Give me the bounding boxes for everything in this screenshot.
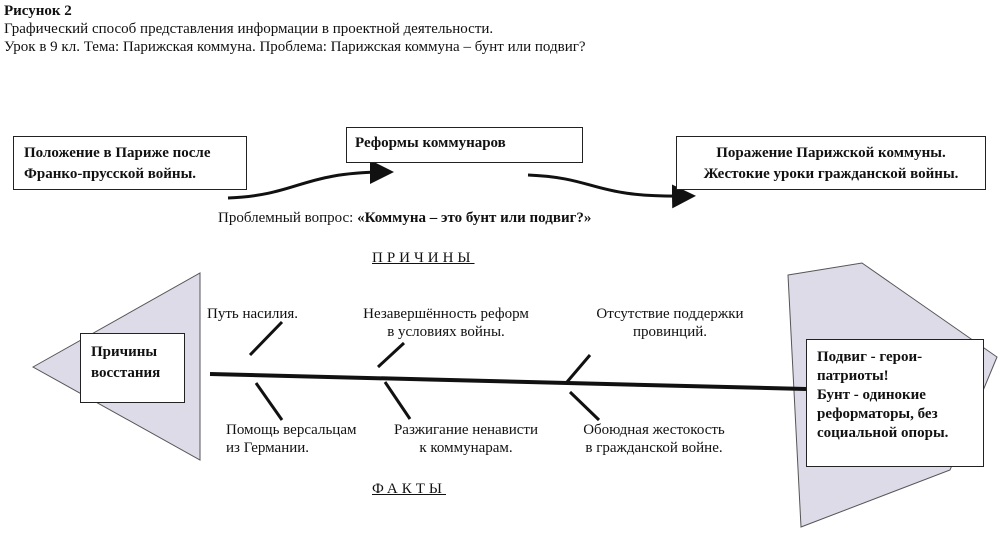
cause-bone-3	[565, 354, 592, 383]
fact-label: Обоюдная жестокость в гражданской войне.	[560, 421, 748, 457]
cause-label: Отсутствие поддержки провинций.	[572, 305, 768, 341]
flow-box-reforms: Реформы коммунаров	[346, 127, 583, 163]
label-line: Обоюдная жестокость	[583, 422, 725, 438]
causes-heading: ПРИЧИНЫ	[372, 250, 475, 266]
label-line: Незавершённость реформ	[363, 306, 529, 322]
cause-label: Путь насилия.	[207, 306, 299, 322]
label-line: Разжигание ненависти	[393, 422, 539, 438]
box-line: восстания	[91, 365, 161, 381]
fish-head-box-causes: Причины восстания	[80, 333, 185, 403]
conclusion-line: Бунт - одинокие	[817, 387, 926, 403]
problem-question: Проблемный вопрос: «Коммуна – это бунт и…	[218, 209, 591, 227]
conclusion-line: Подвиг - герои-	[817, 349, 923, 365]
lesson-line: Урок в 9 кл. Тема: Парижская коммуна. Пр…	[4, 39, 586, 55]
cause-label: Незавершённость реформ в условиях войны.	[346, 305, 546, 341]
conclusion-line: патриоты!	[817, 368, 889, 384]
question-label: Проблемный вопрос:	[218, 210, 358, 226]
cause-bone-2	[376, 341, 406, 369]
conclusion-box: Подвиг - герои- патриоты! Бунт - одиноки…	[806, 339, 984, 467]
label-line: провинций.	[633, 324, 707, 340]
question-text: «Коммуна – это бунт или подвиг?»	[357, 210, 592, 226]
label-line: из Германии.	[226, 440, 310, 456]
label-line: в гражданской войне.	[585, 440, 723, 456]
fact-label: Помощь версальцам из Германии.	[226, 421, 356, 457]
facts-heading: ФАКТЫ	[372, 481, 446, 497]
label-line: в условиях войны.	[387, 324, 505, 340]
figure-subtitle: Графический способ представления информа…	[4, 21, 494, 37]
cause-bone-1	[248, 320, 284, 357]
flow-arrow-1	[227, 160, 394, 200]
flow-box-line: Жестокие уроки гражданской войны.	[703, 166, 959, 182]
box-line: Причины	[91, 344, 158, 360]
label-line: Отсутствие поддержки	[596, 306, 744, 322]
flow-box-line: Поражение Парижской коммуны.	[716, 145, 946, 161]
label-line: к коммунарам.	[419, 440, 513, 456]
flow-box-line: Франко-прусской войны.	[24, 166, 197, 182]
label-line: Помощь версальцам	[226, 422, 357, 438]
flow-arrow-2	[527, 173, 696, 209]
conclusion-line: реформаторы, без	[817, 406, 938, 422]
fact-label: Разжигание ненависти к коммунарам.	[372, 421, 560, 457]
fact-bone-1	[254, 382, 284, 421]
flow-box-situation: Положение в Париже после Франко-прусской…	[13, 136, 247, 190]
fish-spine	[209, 372, 807, 391]
fact-bone-3	[568, 390, 601, 422]
flow-box-defeat: Поражение Парижской коммуны. Жестокие ур…	[676, 136, 986, 190]
flow-box-line: Реформы коммунаров	[355, 135, 506, 151]
fact-bone-2	[383, 381, 412, 420]
flow-box-line: Положение в Париже после	[24, 145, 211, 161]
conclusion-line: социальной опоры.	[817, 425, 949, 441]
figure-label: Рисунок 2	[4, 3, 72, 19]
